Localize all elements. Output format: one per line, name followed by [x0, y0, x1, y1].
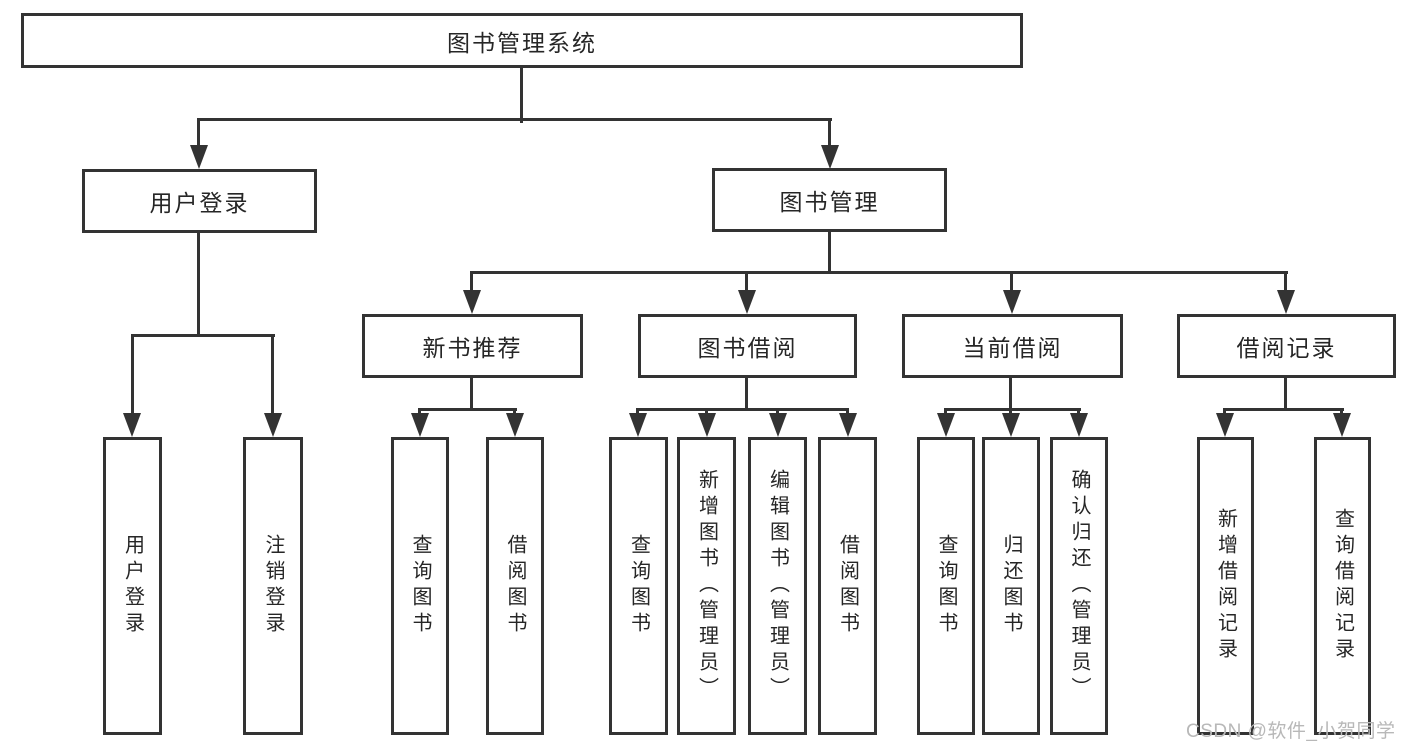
leaf-query-books-recommend: 查询图书 [391, 437, 449, 735]
arrow-down-icon [769, 413, 787, 437]
connector-line [271, 334, 274, 416]
connector-line [1010, 271, 1013, 293]
leaf-borrow-books-recommend: 借阅图书 [486, 437, 544, 735]
connector-line [1224, 408, 1344, 411]
arrow-down-icon [839, 413, 857, 437]
connector-line [470, 378, 473, 410]
leaf-return-book: 归还图书 [982, 437, 1040, 735]
connector-line [131, 334, 275, 337]
arrow-down-icon [264, 413, 282, 437]
connector-line [197, 118, 200, 148]
arrow-down-icon [1003, 290, 1021, 314]
arrow-down-icon [629, 413, 647, 437]
node-label: 查询图书 [627, 534, 650, 638]
node-user-login: 用户登录 [82, 169, 317, 233]
connector-line [828, 118, 831, 148]
connector-line [945, 408, 1081, 411]
arrow-down-icon [937, 413, 955, 437]
node-new-book-recommend: 新书推荐 [362, 314, 583, 378]
connector-line [131, 334, 134, 416]
arrow-down-icon [738, 290, 756, 314]
arrow-down-icon [821, 145, 839, 169]
connector-line [1223, 408, 1226, 417]
connector-line [1284, 378, 1287, 410]
node-label: 注销登录 [262, 534, 284, 638]
connector-line [828, 232, 831, 274]
arrow-down-icon [123, 413, 141, 437]
arrow-down-icon [1333, 413, 1351, 437]
connector-line [419, 408, 517, 411]
connector-line [745, 378, 748, 410]
arrow-down-icon [1070, 413, 1088, 437]
node-library-system: 图书管理系统 [21, 13, 1023, 68]
arrow-down-icon [1277, 290, 1295, 314]
arrow-down-icon [1216, 413, 1234, 437]
arrow-down-icon [190, 145, 208, 169]
node-label: 用户登录 [149, 190, 250, 216]
node-label: 新增图书（管理员） [695, 469, 718, 703]
connector-line [637, 408, 849, 411]
arrow-down-icon [463, 290, 481, 314]
connector-line [705, 408, 708, 417]
leaf-add-borrow-record: 新增借阅记录 [1197, 437, 1254, 735]
node-book-management: 图书管理 [712, 168, 947, 232]
node-label: 新书推荐 [422, 335, 523, 361]
node-label: 借阅图书 [836, 534, 859, 638]
connector-line [471, 271, 1288, 274]
connector-line [470, 271, 473, 293]
leaf-query-borrow-record: 查询借阅记录 [1314, 437, 1371, 735]
connector-line [1077, 408, 1080, 417]
node-label: 图书管理系统 [447, 29, 597, 56]
node-label: 查询图书 [935, 534, 957, 638]
connector-line [197, 233, 200, 337]
node-book-borrowing: 图书借阅 [638, 314, 857, 378]
connector-line [944, 408, 947, 417]
connector-line [1340, 408, 1343, 417]
arrow-down-icon [1002, 413, 1020, 437]
leaf-logout: 注销登录 [243, 437, 303, 735]
node-label: 确认归还（管理员） [1068, 469, 1090, 703]
arrow-down-icon [411, 413, 429, 437]
connector-line [776, 408, 779, 417]
node-label: 归还图书 [1000, 534, 1022, 638]
connector-line [1009, 378, 1012, 410]
node-label: 查询图书 [409, 534, 431, 638]
leaf-borrow-books: 借阅图书 [818, 437, 877, 735]
node-current-borrowing: 当前借阅 [902, 314, 1123, 378]
connector-line [846, 408, 849, 417]
arrow-down-icon [506, 413, 524, 437]
connector-line [520, 68, 523, 123]
leaf-query-books-current: 查询图书 [917, 437, 975, 735]
connector-line [745, 271, 748, 293]
node-borrowing-records: 借阅记录 [1177, 314, 1396, 378]
node-label: 查询借阅记录 [1331, 508, 1354, 664]
connector-line [1284, 271, 1287, 293]
leaf-add-book-admin: 新增图书（管理员） [677, 437, 736, 735]
node-label: 图书借阅 [697, 335, 798, 361]
leaf-user-login: 用户登录 [103, 437, 162, 735]
node-label: 当前借阅 [962, 335, 1063, 361]
connector-line [636, 408, 639, 417]
leaf-query-books-borrow: 查询图书 [609, 437, 668, 735]
connector-line [513, 408, 516, 417]
connector-line [1009, 408, 1012, 417]
node-label: 图书管理 [779, 189, 880, 215]
node-label: 借阅图书 [504, 534, 526, 638]
leaf-confirm-return-admin: 确认归还（管理员） [1050, 437, 1108, 735]
node-label: 新增借阅记录 [1214, 508, 1237, 664]
connector-line [418, 408, 421, 417]
leaf-edit-book-admin: 编辑图书（管理员） [748, 437, 807, 735]
node-label: 编辑图书（管理员） [766, 469, 789, 703]
node-label: 用户登录 [121, 534, 144, 638]
watermark: CSDN @软件_小贺同学 [1186, 721, 1396, 742]
connector-line [197, 118, 832, 121]
node-label: 借阅记录 [1236, 335, 1337, 361]
arrow-down-icon [698, 413, 716, 437]
